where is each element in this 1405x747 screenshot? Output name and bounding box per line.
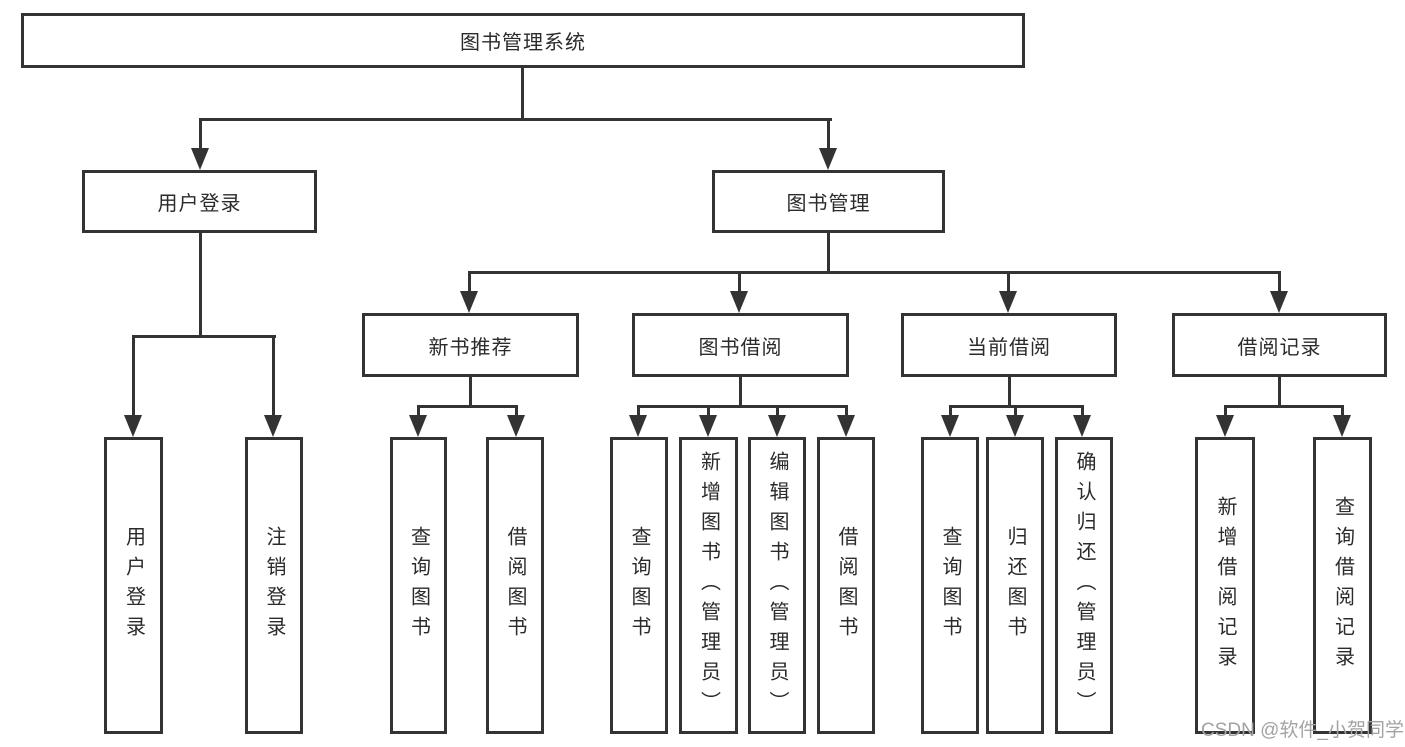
leaf-newbook-query: 查询图书 xyxy=(390,437,447,734)
connector-bookborrow-down xyxy=(739,377,742,405)
arrow-to-current-query xyxy=(941,415,959,437)
node-borrow-records: 借阅记录 xyxy=(1172,313,1387,377)
leaf-borrow-book-label: 借阅图书 xyxy=(835,525,857,646)
leaf-borrow-add-book: 新增图书（管理员） xyxy=(679,437,738,734)
node-new-book-recommend-label: 新书推荐 xyxy=(428,336,513,359)
leaf-confirm-return-label: 确认归还（管理员） xyxy=(1073,450,1095,721)
arrow-to-borrow-edit-book xyxy=(768,415,786,437)
arrow-to-newbook-borrow xyxy=(507,415,525,437)
leaf-logout-label: 注销登录 xyxy=(263,525,285,646)
leaf-add-borrow-record-label: 新增借阅记录 xyxy=(1214,495,1236,676)
connector-book-mgmt-down xyxy=(827,233,830,271)
arrow-to-current-borrow xyxy=(999,291,1017,313)
connector-book-mgmt-branch xyxy=(468,271,1281,274)
leaf-confirm-return: 确认归还（管理员） xyxy=(1055,437,1113,734)
arrow-to-return-book xyxy=(1006,415,1024,437)
leaf-current-query: 查询图书 xyxy=(921,437,979,734)
connector-user-login-down xyxy=(199,233,202,335)
connector-root-stem xyxy=(521,67,524,120)
arrow-to-book-management xyxy=(819,148,837,170)
leaf-borrow-edit-book: 编辑图书（管理员） xyxy=(748,437,806,734)
leaf-borrow-query-label: 查询图书 xyxy=(628,525,650,646)
node-borrow-records-label: 借阅记录 xyxy=(1237,336,1322,359)
node-book-management-label: 图书管理 xyxy=(786,193,871,215)
arrow-to-new-book-recommend xyxy=(460,291,478,313)
leaf-logout: 注销登录 xyxy=(245,437,303,734)
leaf-borrow-edit-book-label: 编辑图书（管理员） xyxy=(766,450,788,721)
node-book-borrow: 图书借阅 xyxy=(632,313,849,377)
connector-user-login-branch xyxy=(132,335,276,338)
leaf-user-login-label: 用户登录 xyxy=(122,525,145,646)
node-book-management: 图书管理 xyxy=(712,170,945,233)
leaf-borrow-add-book-label: 新增图书（管理员） xyxy=(697,450,720,721)
leaf-user-login: 用户登录 xyxy=(104,437,163,734)
arrow-to-leaf-logout xyxy=(264,415,282,437)
leaf-return-book-label: 归还图书 xyxy=(1004,525,1026,646)
leaf-newbook-query-label: 查询图书 xyxy=(407,525,430,646)
arrow-to-borrow-query xyxy=(629,415,647,437)
leaf-current-query-label: 查询图书 xyxy=(939,525,961,646)
csdn-watermark: CSDN @软件_小贺同学 xyxy=(1201,720,1404,741)
connector-bb-query-stem xyxy=(637,405,640,419)
connector-nb-query-stem xyxy=(417,405,420,419)
connector-cb-query-stem xyxy=(949,405,952,419)
connector-br-add-stem xyxy=(1224,405,1227,419)
connector-leaf-logout-stem xyxy=(272,335,275,417)
connector-book-mgmt-stem xyxy=(827,118,830,152)
node-user-login: 用户登录 xyxy=(82,170,317,233)
node-current-borrow-label: 当前借阅 xyxy=(967,336,1051,359)
arrow-to-borrow-records xyxy=(1270,291,1288,313)
connector-newbook-branch xyxy=(417,405,518,408)
arrow-to-borrow-book xyxy=(837,415,855,437)
arrow-to-add-borrow-record xyxy=(1216,415,1234,437)
arrow-to-newbook-query xyxy=(409,415,427,437)
connector-bookborrow-branch xyxy=(637,405,848,408)
node-user-login-label: 用户登录 xyxy=(157,193,242,215)
leaf-borrow-book: 借阅图书 xyxy=(817,437,875,734)
node-book-borrow-label: 图书借阅 xyxy=(698,336,783,359)
arrow-to-query-borrow-record xyxy=(1333,415,1351,437)
connector-borrowrecords-down xyxy=(1278,377,1281,405)
connector-bb-add-stem xyxy=(707,405,710,419)
connector-cb-confirm-stem xyxy=(1081,405,1084,419)
leaf-add-borrow-record: 新增借阅记录 xyxy=(1195,437,1255,734)
connector-bb-borrow-stem xyxy=(845,405,848,419)
connector-user-login-stem xyxy=(199,118,202,152)
connector-br-query-stem xyxy=(1341,405,1344,419)
node-root: 图书管理系统 xyxy=(21,13,1025,68)
leaf-query-borrow-record-label: 查询借阅记录 xyxy=(1331,495,1354,676)
arrow-to-leaf-user-login xyxy=(124,415,142,437)
leaf-newbook-borrow: 借阅图书 xyxy=(486,437,544,734)
leaf-newbook-borrow-label: 借阅图书 xyxy=(504,525,526,646)
connector-borrowrecords-stem xyxy=(1278,271,1281,295)
connector-leaf-user-login-stem xyxy=(132,335,135,417)
arrow-to-user-login xyxy=(191,148,209,170)
connector-currentborrow-stem xyxy=(1007,271,1010,295)
node-new-book-recommend: 新书推荐 xyxy=(362,313,579,377)
leaf-borrow-query: 查询图书 xyxy=(610,437,668,734)
connector-nb-borrow-stem xyxy=(515,405,518,419)
connector-currentborrow-down xyxy=(1008,377,1011,405)
leaf-return-book: 归还图书 xyxy=(986,437,1044,734)
arrow-to-borrow-add-book xyxy=(699,415,717,437)
leaf-query-borrow-record: 查询借阅记录 xyxy=(1313,437,1372,734)
connector-bb-edit-stem xyxy=(776,405,779,419)
arrow-to-confirm-return xyxy=(1073,415,1091,437)
connector-borrowrecords-branch xyxy=(1224,405,1343,408)
connector-root-branch xyxy=(199,118,832,121)
connector-newbook-down xyxy=(469,377,472,405)
connector-newbook-stem xyxy=(468,271,471,295)
node-root-label: 图书管理系统 xyxy=(460,32,586,54)
connector-bookborrow-stem xyxy=(738,271,741,295)
node-current-borrow: 当前借阅 xyxy=(901,313,1117,377)
connector-cb-return-stem xyxy=(1014,405,1017,419)
arrow-to-book-borrow xyxy=(730,291,748,313)
